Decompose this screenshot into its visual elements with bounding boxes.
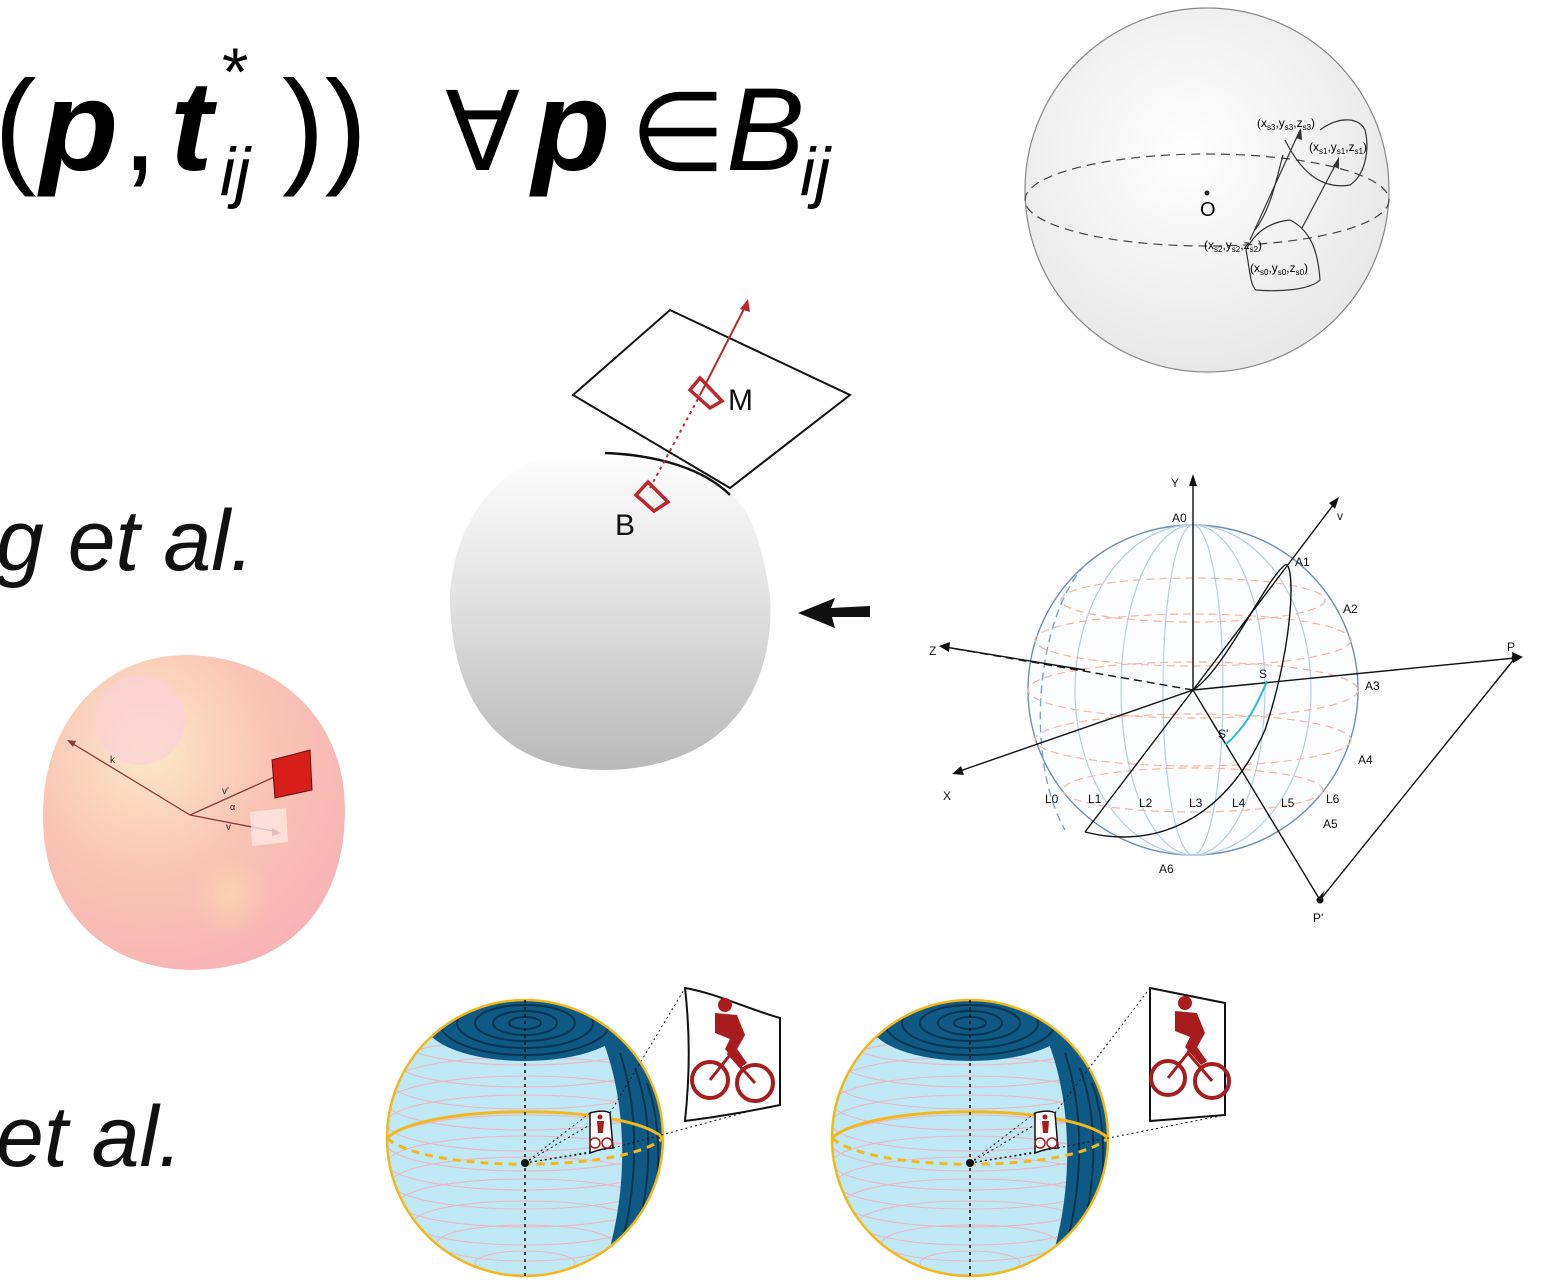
figure-pink-sphere: k v' α v — [42, 654, 345, 970]
axis-y-label: Y — [1171, 476, 1179, 490]
label-l6: L6 — [1326, 792, 1340, 806]
label-a6: A6 — [1159, 862, 1174, 876]
patch-b — [633, 479, 671, 514]
cyclist-large-icon — [1149, 996, 1231, 1100]
label-l4: L4 — [1232, 796, 1246, 810]
formula-t-subscript: ij — [220, 134, 252, 210]
author-line-1: g et al. — [0, 493, 255, 589]
axes — [944, 480, 1516, 901]
equator — [385, 1110, 665, 1140]
arc-s-s-prime — [1224, 680, 1268, 746]
label-l3: L3 — [1189, 796, 1203, 810]
formula-close: )) — [282, 55, 367, 198]
point-s-prime-label: S' — [1218, 727, 1228, 741]
author-line-2: et al. — [0, 1089, 183, 1185]
equator-dashed — [1024, 153, 1390, 247]
label-a5: A5 — [1323, 817, 1338, 831]
sphere-rim — [604, 451, 731, 496]
center-dot — [1204, 190, 1210, 196]
label-a1: A1 — [1295, 555, 1310, 569]
point-p-dot — [1511, 654, 1519, 662]
vector-k — [69, 741, 191, 816]
view-rays — [969, 987, 1226, 1164]
formula: ( p , t * ij )) ∀ p ∈ B ij — [0, 34, 832, 210]
cyclist-small-icon — [589, 1114, 613, 1149]
formula-p: p — [37, 55, 118, 198]
axis-x-label: X — [943, 789, 951, 803]
point-p-prime-label: P' — [1313, 911, 1323, 925]
red-patch — [271, 749, 313, 799]
arrow-left-icon — [798, 598, 870, 628]
formula-b-subscript: ij — [800, 134, 832, 210]
label-a0: A0 — [1172, 511, 1187, 525]
label-b: B — [615, 509, 635, 542]
formula-p2: p — [529, 55, 610, 198]
pink-sphere — [42, 654, 345, 970]
sphere-outline — [1024, 7, 1390, 373]
formula-set-b: B — [726, 64, 805, 196]
highlight — [95, 675, 185, 765]
label-l1: L1 — [1088, 792, 1102, 806]
vector-k-head — [67, 740, 76, 747]
axis-v-label: v — [1337, 509, 1343, 523]
meridian-dashed — [1039, 564, 1086, 831]
label-v: v — [226, 822, 231, 833]
point-p-label: P — [1507, 640, 1515, 654]
formula-t: t — [170, 55, 217, 198]
figure-tangent-plane: M B — [450, 299, 870, 771]
formula-element-of: ∈ — [630, 71, 726, 194]
center-label: O — [1200, 199, 1216, 221]
gray-sphere — [450, 449, 771, 771]
arrow-line — [1249, 129, 1301, 241]
label-l0: L0 — [1045, 792, 1059, 806]
point-p-prime-dot — [1316, 896, 1324, 904]
formula-forall: ∀ — [445, 71, 520, 194]
light-blue-sphere — [832, 1000, 1108, 1276]
arrowhead-v — [1329, 497, 1339, 509]
label-alpha: α — [230, 802, 235, 812]
arrow-line — [1254, 154, 1284, 231]
curve-top — [1284, 119, 1368, 187]
normal-arrow — [699, 302, 748, 396]
label-l2: L2 — [1139, 796, 1153, 810]
highlight — [190, 855, 270, 935]
normal-arrow-head — [740, 299, 750, 312]
figure-blue-sphere-1 — [385, 986, 781, 1278]
arrow-line — [1301, 159, 1339, 229]
label-l5: L5 — [1281, 796, 1295, 810]
label-v-prime: v' — [222, 786, 229, 797]
figure-axes-sphere: Y v Z X P P' S S' A0 A1 A2 A3 A4 A5 A6 L… — [929, 474, 1523, 925]
white-patch — [250, 808, 288, 846]
formula-comma: , — [122, 55, 158, 198]
light-blue-sphere — [387, 1000, 663, 1276]
formula-open-paren: ( — [0, 55, 37, 198]
label-a3: A3 — [1365, 679, 1380, 693]
arrowhead-x — [952, 766, 964, 775]
label-a4: A4 — [1358, 753, 1373, 767]
patch-m — [687, 375, 725, 411]
label-a2: A2 — [1343, 602, 1358, 616]
view-rays — [524, 987, 781, 1164]
formula-star: * — [222, 34, 248, 110]
figure-blue-sphere-2 — [830, 986, 1231, 1278]
arrowhead-z — [939, 642, 950, 652]
arrow-head — [1296, 128, 1302, 140]
label-m: M — [728, 384, 753, 417]
tangent-plane — [571, 308, 852, 490]
axis-z-label: Z — [929, 644, 936, 658]
curve-bottom — [1245, 219, 1321, 292]
figure-sphere-points: O (xs3,ys3,zs3) (xs1,ys1,zs1) (xs2,ys2,z… — [1024, 7, 1390, 373]
cyclist-small-icon — [1034, 1114, 1058, 1149]
arrowhead-y — [1189, 474, 1197, 486]
cyclist-large-icon — [690, 998, 775, 1103]
point-s-label: S — [1259, 667, 1267, 681]
arrow-head — [1333, 157, 1339, 169]
label-k: k — [110, 755, 116, 766]
equator — [830, 1110, 1110, 1140]
